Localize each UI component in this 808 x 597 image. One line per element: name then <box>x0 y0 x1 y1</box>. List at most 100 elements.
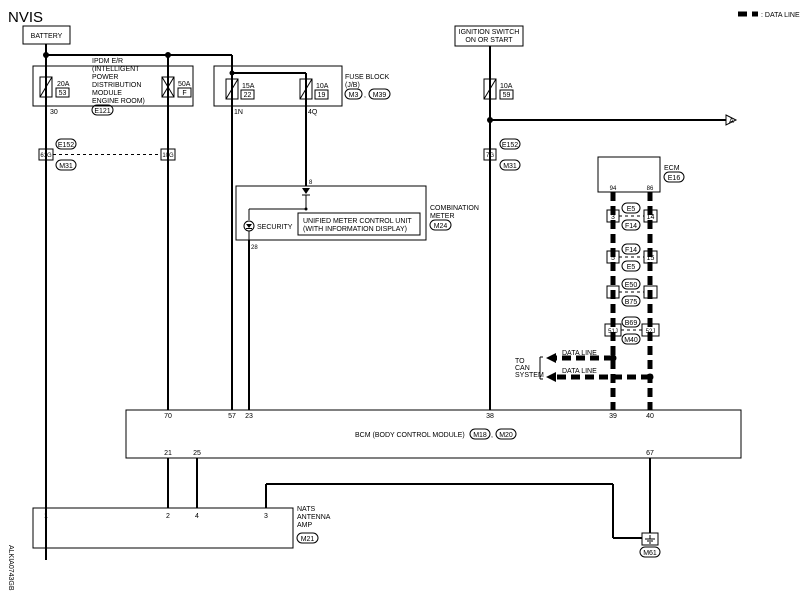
nats-label-1: NATS <box>297 506 315 513</box>
svg-text:E5: E5 <box>627 206 636 213</box>
nats-pin-3: 3 <box>264 513 268 520</box>
meter-label-1: COMBINATION <box>430 205 479 212</box>
fuse-15a-id: 22 <box>244 92 252 99</box>
ecm-label: ECM <box>664 165 680 172</box>
can-label-can: CAN <box>515 365 530 372</box>
meter-pin-28: 28 <box>251 245 258 251</box>
fuse-block-connector-1: M3 <box>349 92 359 99</box>
svg-text:B75: B75 <box>625 299 638 306</box>
ignition-label-1: IGNITION SWITCH <box>459 29 520 36</box>
bcm-pin-39: 39 <box>609 413 617 420</box>
svg-text:15: 15 <box>647 255 655 262</box>
ipdm-box <box>32 65 194 107</box>
ipdm-label-2: (INTELLIGENT <box>92 66 140 73</box>
battery-label: BATTERY <box>31 33 63 40</box>
can-data-line-label-2: DATA LINE <box>562 368 597 375</box>
fuse-20a-id: 53 <box>59 90 67 97</box>
ipdm-label-6: ENGINE ROOM) <box>92 98 145 105</box>
meter-pin-8: 8 <box>309 180 313 186</box>
meter-unit-label-2: (WITH INFORMATION DISPLAY) <box>303 226 407 233</box>
fuse-block-connector-2: M39 <box>373 92 387 99</box>
fuse-block-pin-4q: 4Q <box>308 109 318 116</box>
bcm-pin-57: 57 <box>228 413 236 420</box>
bcm-pin-67: 67 <box>646 450 654 457</box>
fuse-block-pin-1n: 1N <box>234 109 243 116</box>
page-title: NVIS <box>8 9 43 26</box>
ipdm-connector: E121 <box>94 108 110 115</box>
combination-meter-box <box>235 185 427 241</box>
fuse-20a-icon <box>39 76 53 98</box>
fuse-50a-rating: 50A <box>178 81 191 88</box>
fuse-block-label-2: (J/B) <box>345 82 360 89</box>
can-arrow-2-icon <box>546 372 556 382</box>
ecm-harness-connector-2: 5 15 F14 E5 <box>606 243 658 272</box>
ignition-label-2: ON OR START <box>465 37 513 44</box>
joint-right-connector-m31: M31 <box>503 163 517 170</box>
joint-left-pin-10g: 10G <box>162 153 174 159</box>
svg-text:2: 2 <box>611 290 615 297</box>
bcm-pin-38: 38 <box>486 413 494 420</box>
joint-left-connector-m31: M31 <box>59 163 73 170</box>
ipdm-pin-30: 30 <box>50 109 58 116</box>
can-label-to: TO <box>515 358 525 365</box>
fuse-10a-rating: 10A <box>316 83 329 90</box>
nats-label-2: ANTENNA <box>297 514 331 521</box>
svg-text:E50: E50 <box>625 282 638 289</box>
can-label-system: SYSTEM <box>515 372 544 379</box>
fuse-ign-rating: 10A <box>500 83 513 90</box>
svg-text:,: , <box>491 432 493 439</box>
fuse-20a-rating: 20A <box>57 81 70 88</box>
bcm-pin-23: 23 <box>245 413 253 420</box>
bcm-pin-25: 25 <box>193 450 201 457</box>
ipdm-label-3: POWER <box>92 74 118 81</box>
ecm-connector: E16 <box>668 175 681 182</box>
fuse-ign-id: 59 <box>503 92 511 99</box>
fuse-10a-id: 19 <box>318 92 326 99</box>
ecm-pin-94: 94 <box>610 186 617 192</box>
ground-icon <box>641 532 659 546</box>
joint-left-pin-61g: 61G <box>40 153 52 159</box>
bcm-connector-1: M18 <box>473 432 487 439</box>
svg-text:51J: 51J <box>608 329 618 335</box>
fuse-15a-rating: 15A <box>242 83 255 90</box>
meter-label-2: METER <box>430 213 455 220</box>
can-arrow-1-icon <box>546 353 556 363</box>
unified-meter-control-unit-box <box>297 212 421 236</box>
joint-right-pin-7g: 7G <box>486 153 494 159</box>
fuse-15a-icon <box>225 78 239 100</box>
fuse-10a-icon <box>299 78 313 100</box>
meter-unit-label-1: UNIFIED METER CONTROL UNIT <box>303 218 412 225</box>
joint-right-connector-e152: E152 <box>502 142 518 149</box>
ecm-box <box>597 156 661 193</box>
svg-text:52J: 52J <box>646 329 656 335</box>
fuse-50a-icon <box>161 76 175 98</box>
nats-pin-1: 1 <box>44 513 48 520</box>
fuse-block-label: FUSE BLOCK <box>345 74 390 81</box>
ipdm-label-5: MODULE <box>92 90 122 97</box>
bcm-pin-40: 40 <box>646 413 654 420</box>
meter-connector: M24 <box>434 223 448 230</box>
ecm-harness-connector-4: 51J 52J B69 M40 <box>604 316 660 345</box>
svg-text:E5: E5 <box>627 264 636 271</box>
svg-text:F14: F14 <box>625 247 637 254</box>
svg-text:F14: F14 <box>625 223 637 230</box>
ecm-harness-connector-1: 3 14 E5 F14 <box>606 202 658 231</box>
fuse-ign-10a-icon <box>483 78 497 100</box>
arrow-a-icon <box>725 114 738 126</box>
svg-text:1: 1 <box>649 290 653 297</box>
can-data-line-label-1: DATA LINE <box>562 350 597 357</box>
nats-connector: M21 <box>301 536 315 543</box>
nats-antenna-amp-box <box>32 507 294 549</box>
fuse-block-box <box>213 65 343 107</box>
svg-text:14: 14 <box>647 214 655 221</box>
bcm-label: BCM (BODY CONTROL MODULE) <box>355 432 465 439</box>
svg-text:,: , <box>364 92 366 99</box>
svg-text:M40: M40 <box>624 337 638 344</box>
ipdm-label-1: IPDM E/R <box>92 58 123 65</box>
nats-label-3: AMP <box>297 522 313 529</box>
ecm-pin-86: 86 <box>647 186 654 192</box>
ipdm-label-4: DISTRIBUTION <box>92 82 141 89</box>
fuse-50a-id: F <box>182 90 186 97</box>
ground-connector: M61 <box>643 550 657 557</box>
bcm-box <box>125 409 742 459</box>
